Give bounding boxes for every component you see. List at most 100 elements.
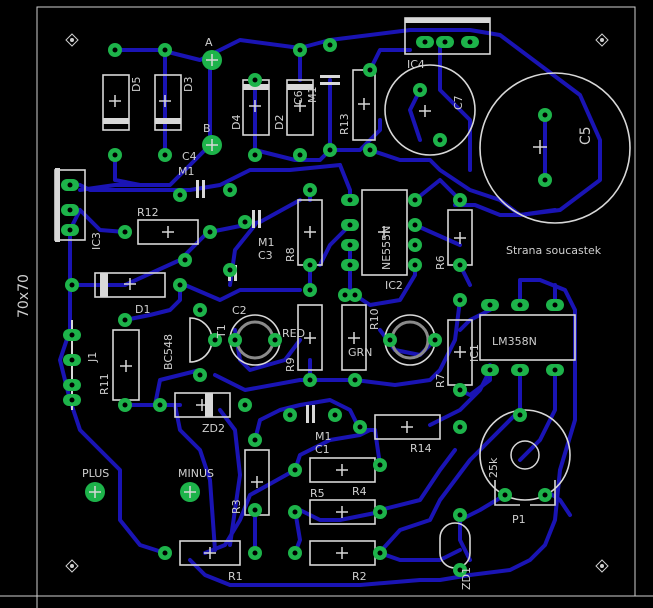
pad-hole — [347, 242, 353, 248]
label-d3: D3 — [182, 77, 195, 92]
pad-hole — [252, 507, 258, 513]
label-r5: R5 — [310, 487, 325, 500]
pad-hole — [307, 187, 313, 193]
pad-hole — [367, 147, 373, 153]
pad-hole — [207, 229, 213, 235]
label-c7: C7 — [452, 95, 465, 110]
label-ic4: IC4 — [407, 58, 425, 71]
test-point-mark — [184, 486, 196, 498]
pad-hole — [342, 292, 348, 298]
pad-hole — [252, 152, 258, 158]
label-c1: C1 — [315, 443, 330, 456]
label-ic3: IC3 — [90, 232, 103, 250]
pad-hole — [367, 67, 373, 73]
pad-hole — [122, 402, 128, 408]
pad-hole — [69, 397, 75, 403]
pad-hole — [67, 207, 73, 213]
pad-hole — [69, 282, 75, 288]
pad-hole — [552, 302, 558, 308]
pad-hole — [377, 550, 383, 556]
pad-hole — [432, 337, 438, 343]
pad-hole — [352, 377, 358, 383]
pad-hole — [412, 222, 418, 228]
pad-hole — [457, 512, 463, 518]
label-r11: R11 — [98, 373, 111, 395]
label-r2: R2 — [352, 570, 367, 583]
pad-hole — [177, 282, 183, 288]
pad-hole — [542, 112, 548, 118]
label-pot-value: 25k — [487, 457, 500, 478]
pad-hole — [227, 267, 233, 273]
label-grn: GRN — [348, 346, 372, 359]
pad-hole — [327, 147, 333, 153]
test-point-mark — [89, 486, 101, 498]
pad-hole — [412, 242, 418, 248]
pad-hole — [162, 550, 168, 556]
label-ic2: IC2 — [385, 279, 403, 292]
pad-hole — [442, 39, 448, 45]
pad-hole — [292, 467, 298, 473]
label-c3: C3 — [258, 249, 273, 262]
pad-hole — [517, 367, 523, 373]
pad-hole — [307, 287, 313, 293]
label-c2: C2 — [232, 304, 247, 317]
pad-hole — [487, 367, 493, 373]
label-minus: MINUS — [178, 467, 214, 480]
label-d1: D1 — [135, 303, 150, 316]
pad-hole — [542, 177, 548, 183]
pad-hole — [297, 47, 303, 53]
pad-hole — [332, 412, 338, 418]
pad-hole — [242, 219, 248, 225]
pad-hole — [457, 387, 463, 393]
label-r7: R7 — [434, 373, 447, 388]
pad-hole — [162, 152, 168, 158]
label-j1: J1 — [86, 352, 99, 363]
pad-hole — [457, 567, 463, 573]
pad-hole — [292, 509, 298, 515]
label-r14: R14 — [410, 442, 432, 455]
label-red: RED — [282, 327, 305, 340]
label-bc548: BC548 — [162, 334, 175, 370]
label-a: A — [205, 36, 213, 49]
pad-hole — [182, 257, 188, 263]
pad-hole — [162, 47, 168, 53]
label-b: B — [203, 122, 211, 135]
pad-hole — [457, 262, 463, 268]
label-r13: R13 — [338, 113, 351, 135]
label-p1: P1 — [512, 513, 526, 526]
pad-hole — [542, 492, 548, 498]
label-m1-c3: M1 — [258, 236, 275, 249]
pad-hole — [487, 302, 493, 308]
pad-hole — [412, 262, 418, 268]
label-plus: PLUS — [82, 467, 109, 480]
pad-hole — [457, 424, 463, 430]
pad-hole — [347, 262, 353, 268]
pad-hole — [69, 357, 75, 363]
label-r10: R10 — [368, 308, 381, 330]
label-d5: D5 — [130, 77, 143, 92]
label-t1: T1 — [215, 324, 228, 339]
pad-hole — [122, 229, 128, 235]
label-r9: R9 — [284, 357, 297, 372]
pad-hole — [377, 462, 383, 468]
pad-hole — [242, 402, 248, 408]
pad-hole — [232, 337, 238, 343]
label-m1-c1: M1 — [315, 430, 332, 443]
label-c5: C5 — [578, 126, 594, 145]
label-m1-c4: M1 — [178, 165, 195, 178]
pad-hole — [122, 317, 128, 323]
pad-hole — [252, 77, 258, 83]
pad-hole — [552, 367, 558, 373]
pad-hole — [357, 424, 363, 430]
pad-hole — [69, 332, 75, 338]
board-outline — [0, 6, 653, 608]
pad-hole — [197, 307, 203, 313]
pad-hole — [502, 492, 508, 498]
pad-hole — [412, 197, 418, 203]
pad-hole — [417, 87, 423, 93]
pad-hole — [212, 337, 218, 343]
pad-hole — [292, 550, 298, 556]
pad-hole — [69, 382, 75, 388]
label-ic1: IC1 — [468, 344, 481, 362]
pad-hole — [67, 182, 73, 188]
